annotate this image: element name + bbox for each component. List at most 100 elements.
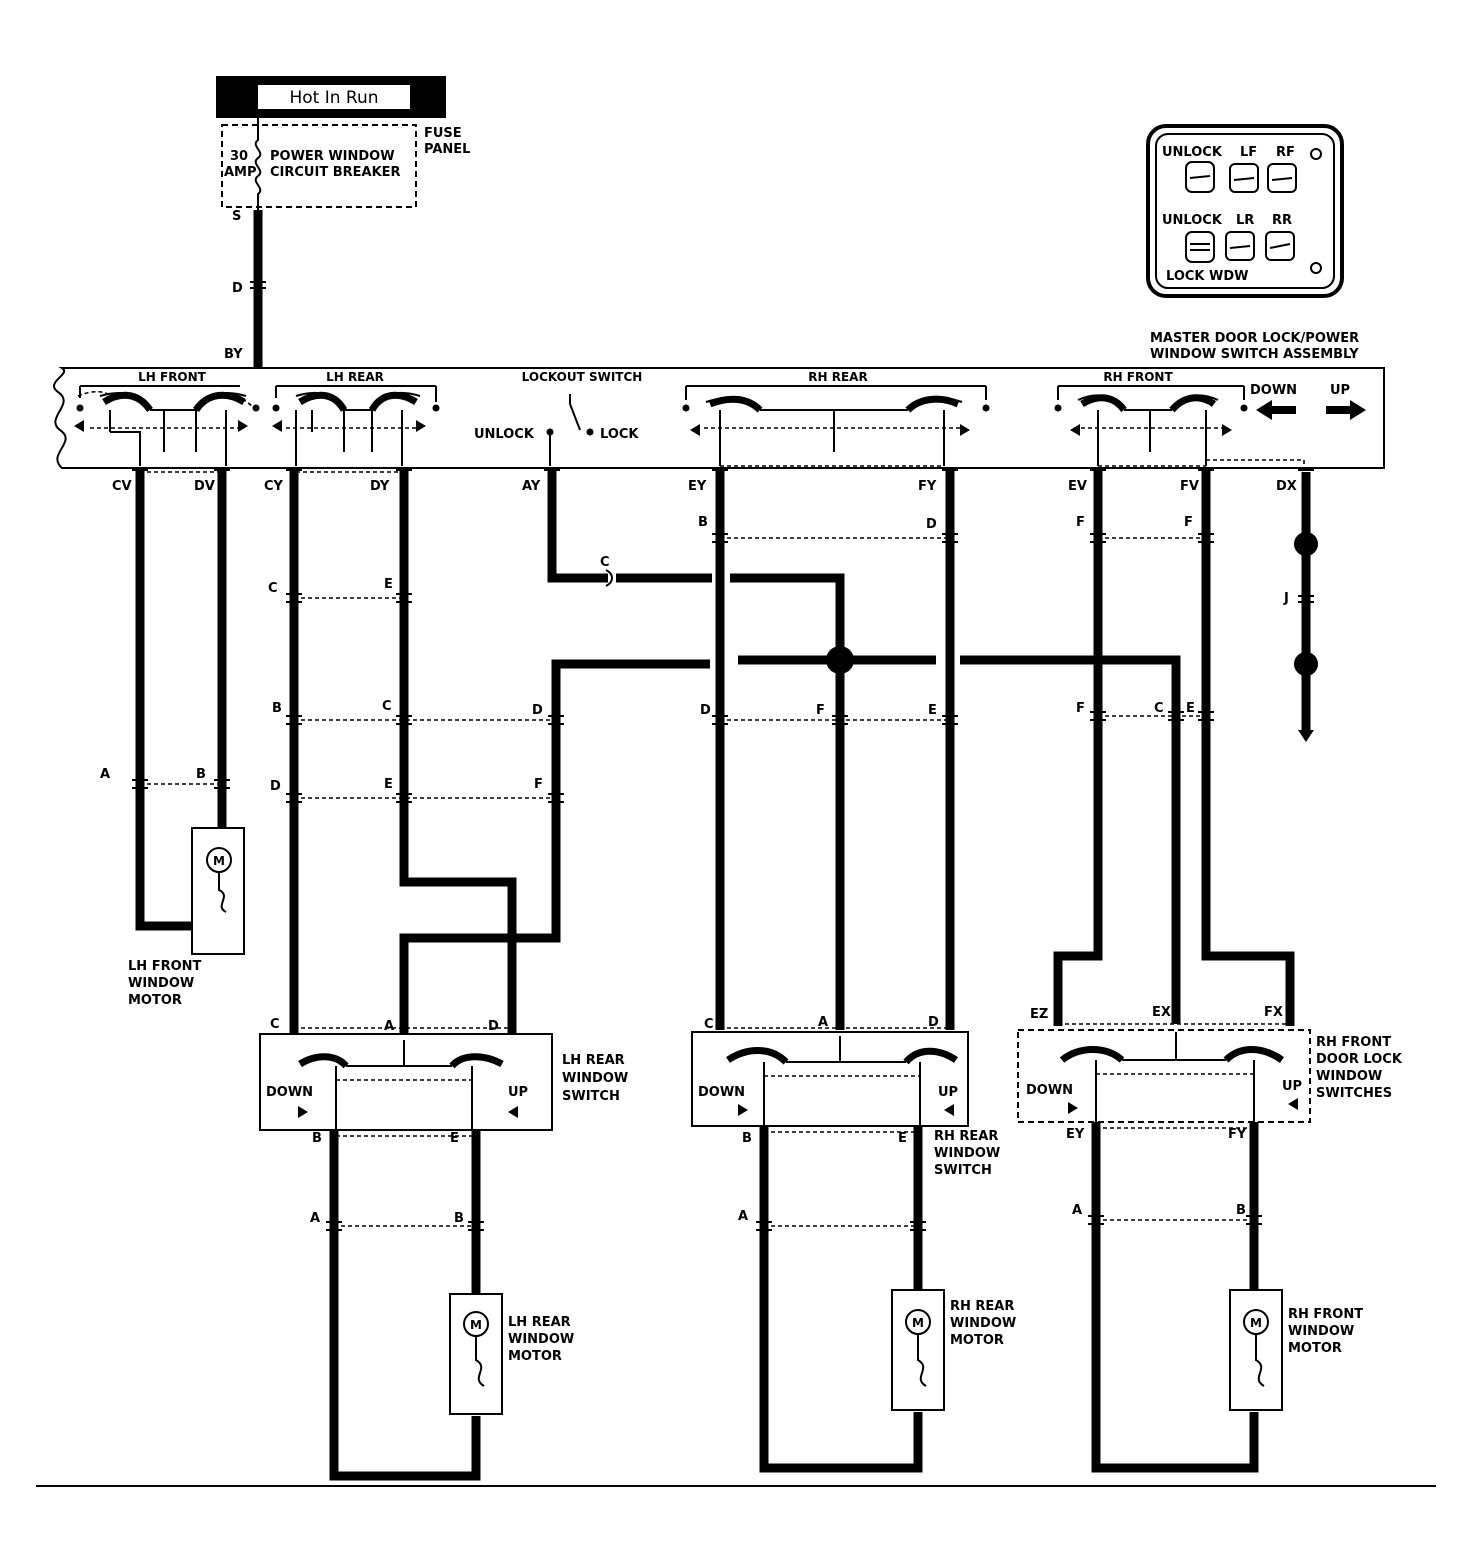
panel-lr: LR [1236, 213, 1254, 228]
rh-rear-window-switch [691, 1031, 969, 1127]
lockout-lock-label: LOCK [600, 427, 639, 442]
panel-screw-icon [1310, 148, 1322, 160]
lhf-conn-a: A [100, 767, 110, 782]
conn-label-fy: FY [918, 479, 937, 494]
lockout-unlock-label: UNLOCK [474, 427, 535, 442]
panel-rf: RF [1276, 145, 1295, 160]
rh-front-switch-label-2: DOOR LOCK [1316, 1052, 1403, 1067]
rh-front-switch-label-3: WINDOW [1316, 1069, 1382, 1084]
master-section-lh-rear: LH REAR [326, 370, 384, 384]
rhf-mot-b: B [1236, 1203, 1246, 1218]
lockout-circuit: C [547, 468, 1181, 1030]
conn-label-by: BY [224, 347, 243, 362]
conn-label-cv: CV [112, 479, 132, 494]
lhr-out-b: B [312, 1131, 322, 1146]
rh-front-switch-label-4: SWITCHES [1316, 1086, 1392, 1101]
master-title-2: WINDOW SWITCH ASSEMBLY [1150, 347, 1359, 362]
lh-rear-motor-label-2: WINDOW [508, 1332, 574, 1347]
rh-rear-circuit: B D D F E C A D DOWN UP RH REAR WINDOW S… [691, 468, 1016, 1473]
rhf-conn-f1: F [1076, 515, 1085, 530]
hot-in-run-block: Hot In Run [216, 76, 446, 118]
rhf-conn-f3: F [1076, 701, 1085, 716]
conn-label-fv: FV [1180, 479, 1199, 494]
panel-rr: RR [1272, 213, 1292, 228]
rh-front-motor-label-1: RH FRONT [1288, 1307, 1363, 1322]
svg-text:M: M [912, 1316, 924, 1330]
lh-rear-switch-label-3: SWITCH [562, 1089, 620, 1104]
rh-front-door-lock-window-switches [1017, 1029, 1311, 1123]
rhr-conn-d2: D [700, 703, 711, 718]
conn-label-ev: EV [1068, 479, 1087, 494]
lhr-sw-conn-a: A [384, 1019, 394, 1034]
up-arrow-icon [1326, 400, 1366, 420]
lhr-sw-down: DOWN [266, 1085, 313, 1100]
lhr-mot-a: A [310, 1211, 320, 1226]
down-arrow-icon [1256, 400, 1296, 420]
rhf-sw-up: UP [1282, 1079, 1302, 1094]
rhr-sw-down: DOWN [698, 1085, 745, 1100]
svg-text:M: M [213, 854, 225, 868]
lhr-sw-conn-d: D [488, 1019, 499, 1034]
rhf-conn-e: E [1186, 701, 1195, 716]
lhr-conn-c2: C [382, 699, 392, 714]
lh-front-motor-label-2: WINDOW [128, 976, 194, 991]
rh-rear-switch-label-1: RH REAR [934, 1129, 998, 1144]
rh-rear-switch-label-2: WINDOW [934, 1146, 1000, 1161]
svg-text:M: M [470, 1318, 482, 1332]
rhr-sw-up: UP [938, 1085, 958, 1100]
rhr-sw-conn-d: D [928, 1015, 939, 1030]
rh-front-motor-label-3: MOTOR [1288, 1341, 1342, 1356]
rh-rear-switch-label-3: SWITCH [934, 1163, 992, 1178]
conn-label-s: S [232, 209, 241, 224]
breaker-rating-2: AMP [224, 165, 257, 180]
master-title-1: MASTER DOOR LOCK/POWER [1150, 331, 1359, 346]
conn-label-dx: DX [1276, 479, 1297, 494]
master-section-rh-rear: RH REAR [808, 370, 867, 384]
conn-label-ey: EY [688, 479, 707, 494]
rh-front-switch-label-1: RH FRONT [1316, 1035, 1391, 1050]
lh-rear-circuit: C E B C D D E F C A D DOWN UP LH REAR WI… [259, 468, 710, 1481]
conn-label-dv: DV [194, 479, 215, 494]
lhr-conn-e1: E [384, 577, 393, 592]
rhr-out-b: B [742, 1131, 752, 1146]
rhr-mot-a: A [738, 1209, 748, 1224]
lh-rear-switch-label-2: WINDOW [562, 1071, 628, 1086]
door-lock-panel-icon: UNLOCK LF RF UNLOCK LR RR LOCK WDW [1146, 124, 1344, 298]
rhf-sw-conn-fx: FX [1264, 1005, 1283, 1020]
rhf-sw-conn-ez: EZ [1030, 1007, 1048, 1022]
breaker-rating-1: 30 [230, 149, 248, 164]
rh-rear-motor-label-1: RH REAR [950, 1299, 1014, 1314]
master-section-lockout: LOCKOUT SWITCH [522, 370, 643, 384]
lhf-conn-b: B [196, 767, 206, 782]
lhr-out-e: E [450, 1131, 459, 1146]
panel-screw-icon-2 [1310, 262, 1322, 274]
rhf-conn-f2: F [1184, 515, 1193, 530]
master-section-lh-front: LH FRONT [138, 370, 207, 384]
breaker-name-1: POWER WINDOW [270, 149, 395, 164]
rhr-conn-d1: D [926, 517, 937, 532]
hot-in-run-label: Hot In Run [289, 88, 378, 108]
lhr-sw-conn-c: C [270, 1017, 280, 1032]
svg-text:M: M [1250, 1316, 1262, 1330]
lhr-mot-b: B [454, 1211, 464, 1226]
rhr-out-e: E [898, 1131, 907, 1146]
conn-label-dy: DY [370, 479, 390, 494]
rhr-sw-conn-c: C [704, 1017, 714, 1032]
connector-ticks [132, 469, 1314, 1231]
lockout-conn-c: C [600, 555, 610, 570]
lhr-conn-d1: D [532, 703, 543, 718]
master-section-rh-front: RH FRONT [1103, 370, 1173, 384]
lhr-sw-up: UP [508, 1085, 528, 1100]
rhr-conn-e: E [928, 703, 937, 718]
rhf-sw-conn-ex: EX [1152, 1005, 1171, 1020]
rhr-sw-conn-a: A [818, 1015, 828, 1030]
panel-lock-button-icon [1185, 231, 1215, 263]
lh-rear-switch-label-1: LH REAR [562, 1053, 625, 1068]
fuse-panel-label-2: PANEL [424, 142, 470, 157]
panel-lf: LF [1240, 145, 1257, 160]
lhr-conn-c1: C [268, 581, 278, 596]
rhf-mot-a: A [1072, 1203, 1082, 1218]
rhr-conn-f: F [816, 703, 825, 718]
conn-label-d-feed: D [232, 281, 243, 296]
